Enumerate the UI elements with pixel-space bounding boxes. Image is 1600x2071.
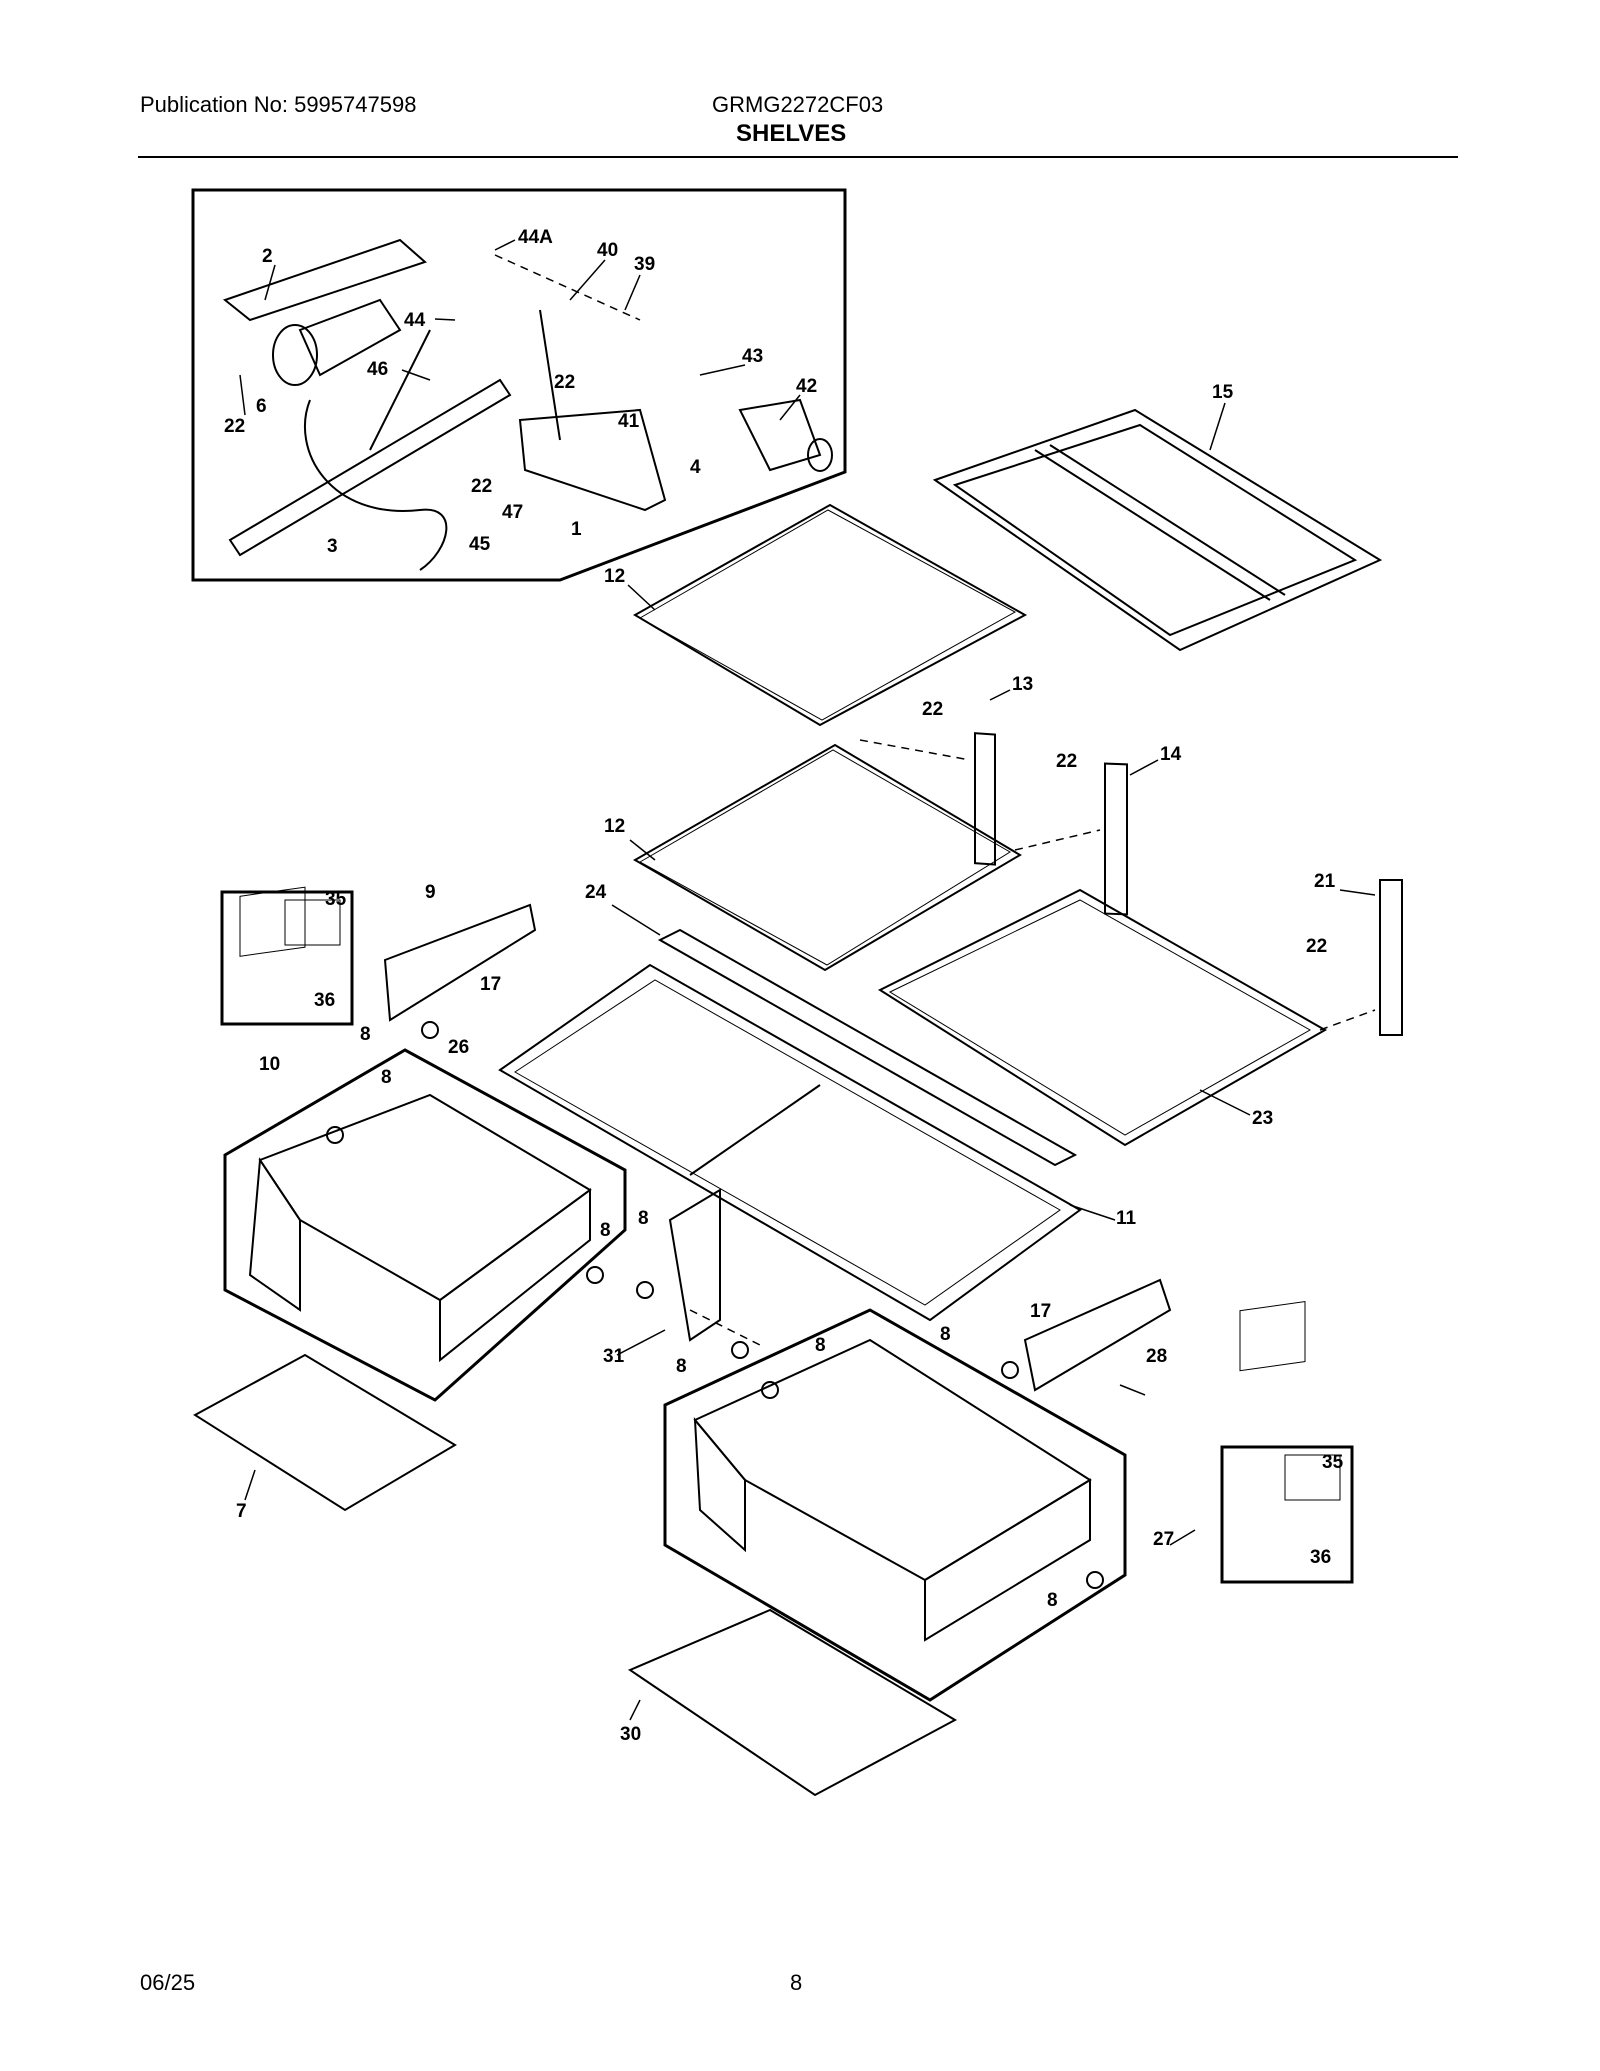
- callout-22-f: 22: [1306, 936, 1327, 957]
- crisper-drawer-27: [693, 1338, 1092, 1642]
- water-filter-housing: [222, 238, 667, 557]
- callout-3: 3: [327, 536, 338, 557]
- rail-28: [1023, 1278, 1172, 1392]
- callout-8-f: 8: [940, 1324, 951, 1345]
- shelf-12-upper: [633, 503, 1028, 727]
- callout-35-a: 35: [325, 889, 347, 910]
- crisper-box-10-outline: [223, 1048, 627, 1402]
- assembly-dashed-lines: [494, 254, 1376, 1346]
- callout-42: 42: [796, 376, 817, 397]
- callout-8-a: 8: [360, 1024, 371, 1045]
- callout-43: 43: [742, 346, 763, 367]
- callout-7: 7: [236, 1501, 247, 1522]
- crisper-drawer-10: [248, 1093, 592, 1363]
- callout-23: 23: [1252, 1108, 1273, 1129]
- callout-22-a: 22: [554, 372, 575, 393]
- crisper-glass-7: [193, 1353, 457, 1512]
- callout-26: 26: [448, 1037, 469, 1058]
- shelf-12-lower: [632, 743, 1022, 972]
- callout-14: 14: [1160, 744, 1182, 765]
- crisper-cover-24: [657, 928, 1078, 1167]
- callout-22-c: 22: [471, 476, 492, 497]
- callout-8-e: 8: [676, 1356, 687, 1377]
- water-line: [369, 309, 561, 451]
- callout-1: 1: [571, 519, 582, 540]
- callout-10: 10: [259, 1054, 280, 1075]
- callout-22-d: 22: [922, 699, 943, 720]
- inset-box-right-damper: [1220, 1445, 1354, 1584]
- callout-41: 41: [618, 411, 640, 432]
- crisper-cover-11: [498, 963, 1082, 1322]
- callout-17-b: 17: [1030, 1301, 1051, 1322]
- callout-9: 9: [425, 882, 436, 903]
- page-number: 8: [790, 1970, 803, 1995]
- callout-8-h: 8: [1047, 1590, 1058, 1611]
- callout-13: 13: [1012, 674, 1033, 695]
- callout-8-b: 8: [381, 1067, 392, 1088]
- callout-35-b: 35: [1322, 1452, 1344, 1473]
- callout-11: 11: [1116, 1208, 1137, 1229]
- inset-box-left-damper: [220, 890, 354, 1026]
- shelf-bracket-21: [1379, 879, 1403, 1036]
- callout-30: 30: [620, 1724, 641, 1745]
- publication-number: Publication No: 5995747598: [140, 92, 417, 117]
- callout-39: 39: [634, 254, 655, 275]
- shelf-bracket-13: [974, 732, 996, 866]
- callout-12-a: 12: [604, 566, 625, 587]
- callout-22-b: 22: [224, 416, 245, 437]
- divider-31: [668, 1188, 721, 1342]
- callout-8-d: 8: [638, 1208, 649, 1229]
- roller-bushings: [326, 1021, 1104, 1589]
- callout-12-b: 12: [604, 816, 625, 837]
- callout-22-e: 22: [1056, 751, 1077, 772]
- section-title: SHELVES: [736, 120, 847, 147]
- callout-6: 6: [256, 396, 267, 417]
- callout-2: 2: [262, 246, 273, 267]
- callout-40: 40: [597, 240, 618, 261]
- callout-44a: 44A: [518, 227, 553, 248]
- callout-36-a: 36: [314, 990, 335, 1011]
- callout-17-a: 17: [480, 974, 501, 995]
- callout-21: 21: [1314, 871, 1336, 892]
- callout-8-c: 8: [600, 1220, 611, 1241]
- water-tube: [304, 399, 448, 571]
- inset-box-water-filter: [191, 188, 847, 582]
- revision-date: 06/25: [140, 1970, 196, 1995]
- crisper-glass-30: [627, 1608, 958, 1797]
- shelf-15: [932, 408, 1383, 652]
- shelf-bracket-14: [1104, 762, 1128, 916]
- callout-leaders: [239, 239, 1376, 1721]
- header-rule: [138, 156, 1458, 158]
- callout-36-b: 36: [1310, 1547, 1331, 1568]
- callout-4: 4: [690, 457, 701, 478]
- callout-45: 45: [469, 534, 491, 555]
- crisper-box-27-outline: [663, 1308, 1127, 1702]
- callout-24: 24: [585, 882, 607, 903]
- water-filter-cartridge: [738, 398, 833, 472]
- rail-9: [383, 903, 537, 1022]
- callout-labels: 44A 40 39 2 44 43 42 46 22 6 22 41 4 22 …: [224, 227, 1344, 1745]
- callout-15: 15: [1212, 382, 1234, 403]
- model-number: GRMG2272CF03: [712, 92, 884, 117]
- callout-47: 47: [502, 502, 523, 523]
- callout-46: 46: [367, 359, 388, 380]
- callout-27: 27: [1153, 1529, 1174, 1550]
- shelf-23: [877, 888, 1328, 1147]
- callout-44: 44: [404, 310, 426, 331]
- callout-8-g: 8: [815, 1335, 826, 1356]
- callout-31: 31: [603, 1346, 625, 1367]
- callout-28: 28: [1146, 1346, 1167, 1367]
